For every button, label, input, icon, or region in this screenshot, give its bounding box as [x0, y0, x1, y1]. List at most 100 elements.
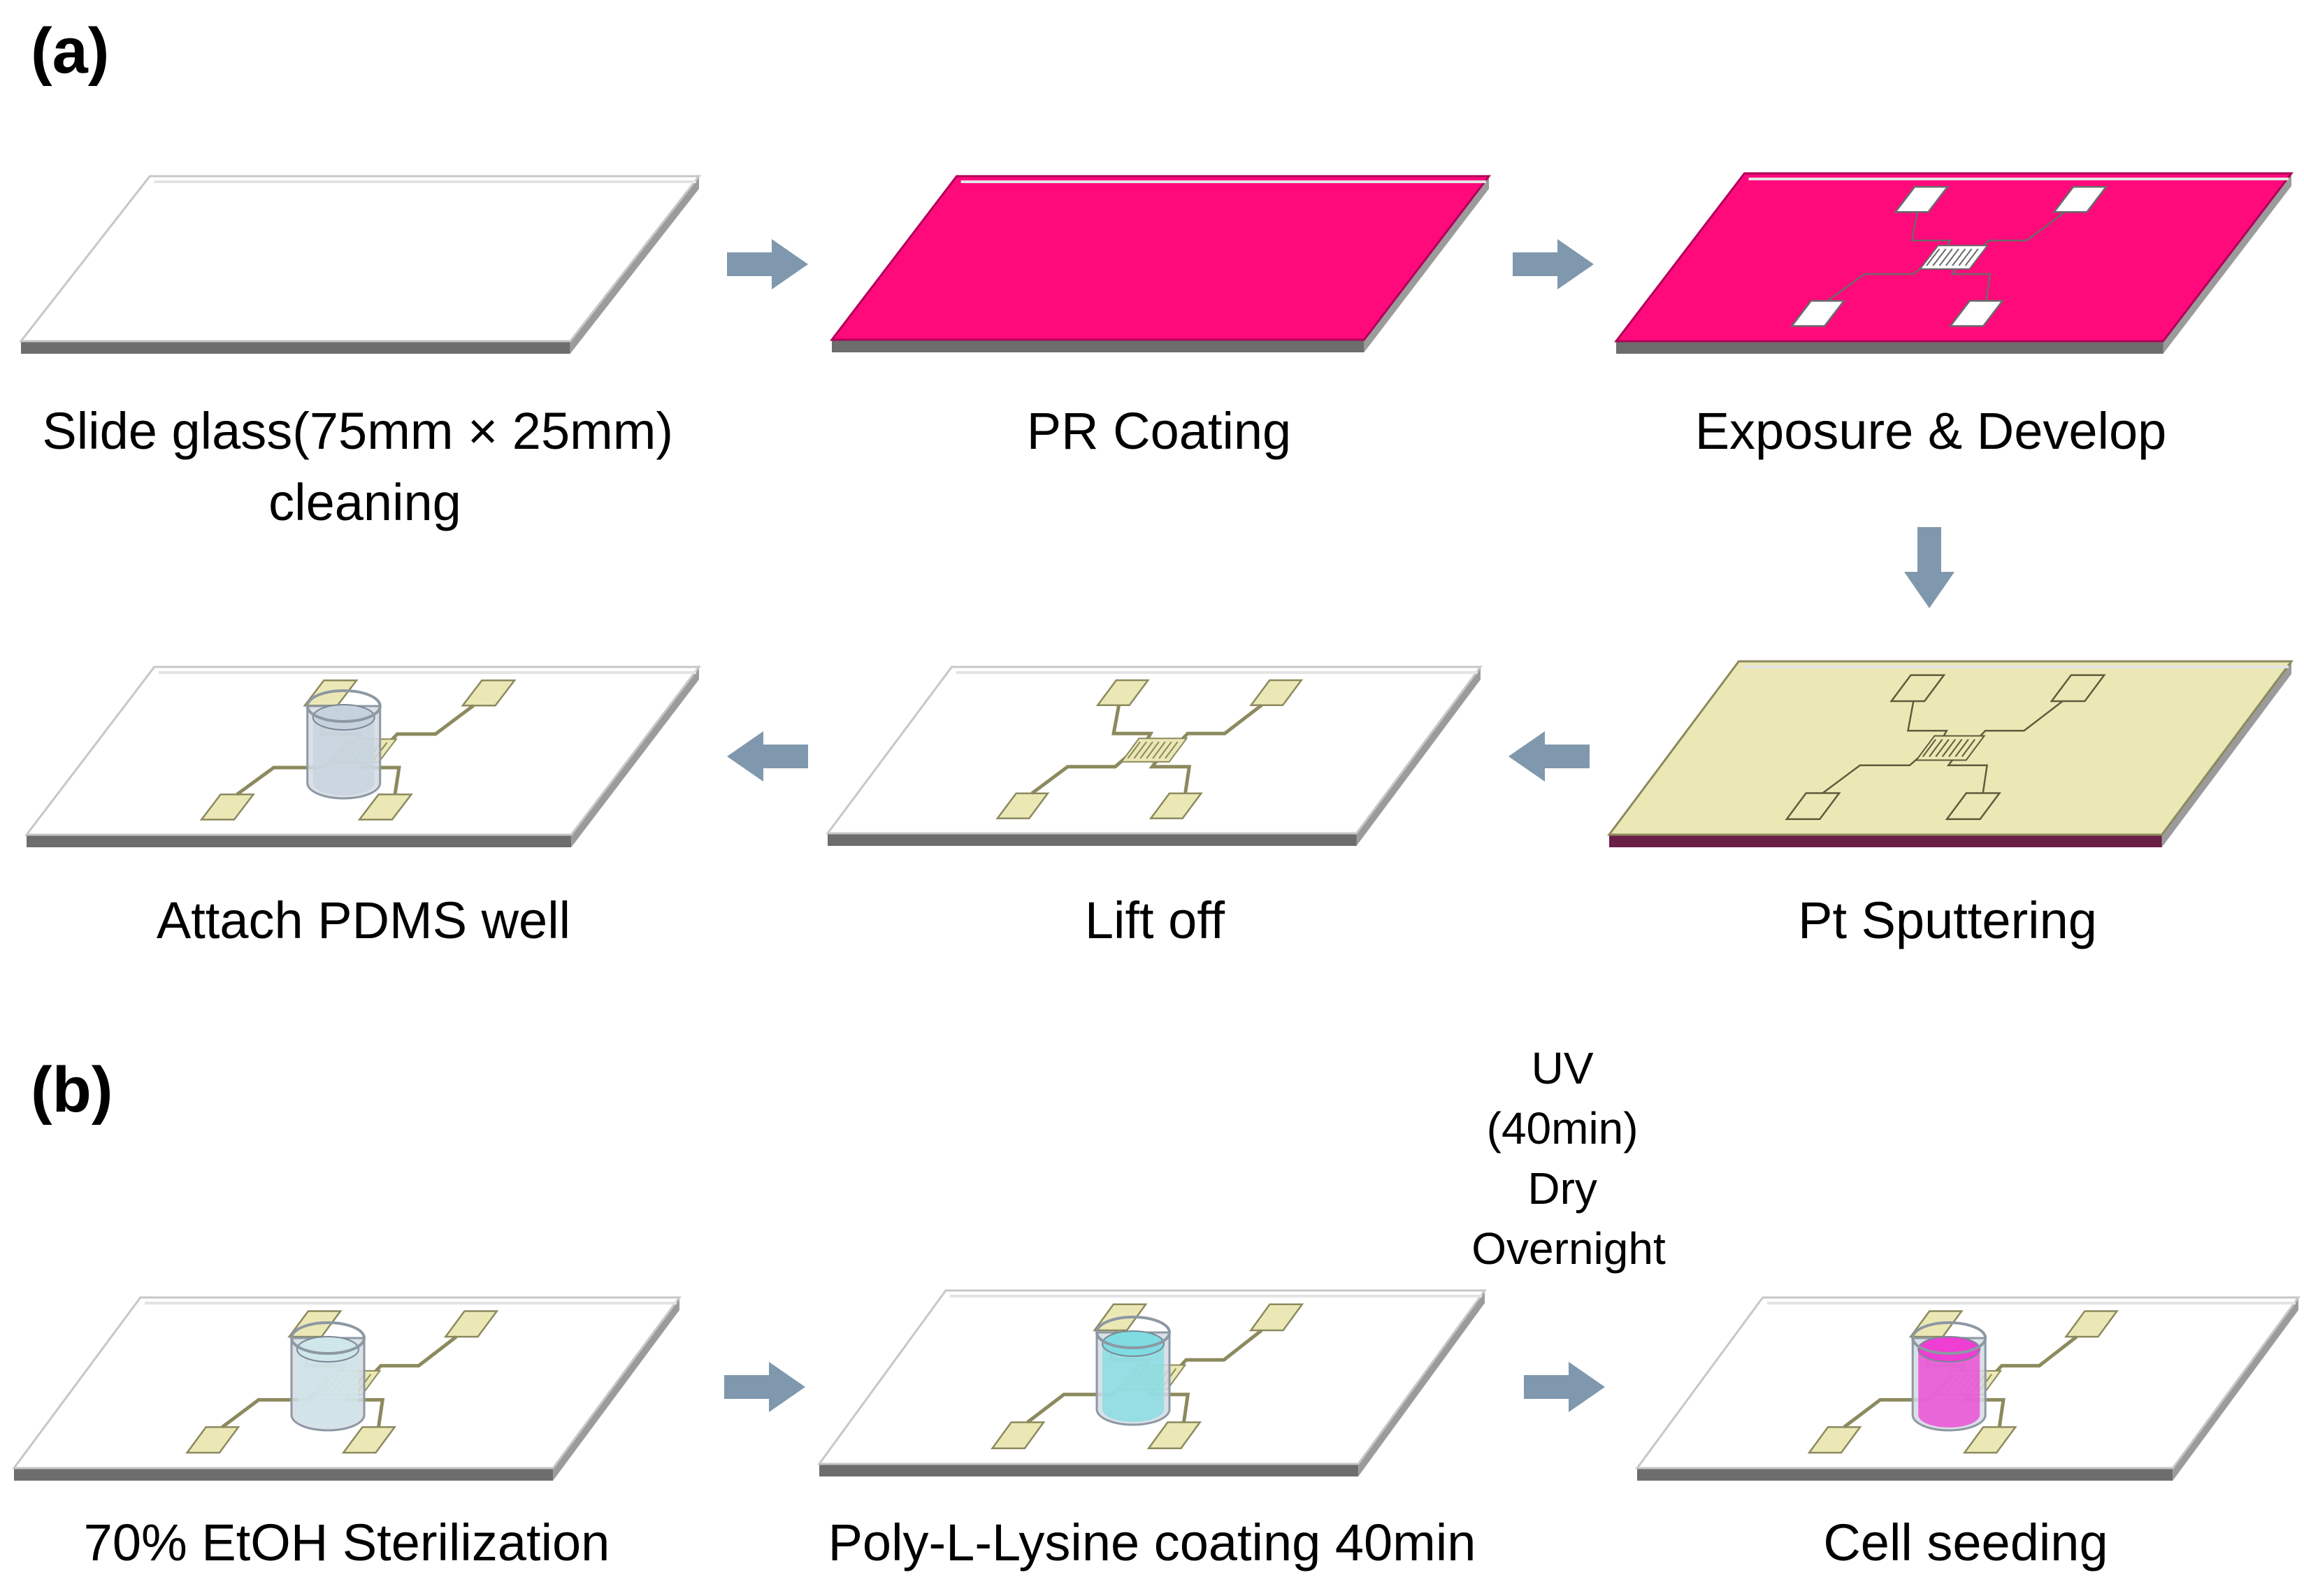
step-label-pll-coating: Poly-L-Lysine coating 40min	[828, 1514, 1476, 1572]
slide-etoh-sterilization	[12, 1296, 682, 1481]
electrode-pad	[1948, 300, 2005, 327]
step-arrow-icon	[724, 1362, 805, 1412]
slide-top-face	[18, 175, 702, 343]
slide-edge-side	[2173, 1297, 2298, 1481]
sensor-finger	[1941, 739, 1957, 757]
electrode-pad	[199, 793, 255, 821]
well-medium	[1918, 1349, 1980, 1428]
sensor-finger	[1127, 741, 1141, 759]
slide-edge-bottom	[14, 1468, 554, 1481]
slide-edge-side	[570, 176, 699, 354]
note-line: UV	[1532, 1043, 1594, 1093]
slide-edge-side	[553, 1297, 679, 1481]
arrow-shape	[1513, 239, 1594, 289]
panel-b-label: (b)	[31, 1054, 113, 1126]
step-label-attach-pdms-well: Attach PDMS well	[157, 891, 570, 949]
slide-edge-bottom	[1637, 1468, 2173, 1481]
step-label-cell-seeding: Cell seeding	[1823, 1514, 2108, 1572]
step-label-etoh-sterilization: 70% EtOH Sterilization	[84, 1514, 610, 1572]
sensor-finger	[1139, 741, 1153, 759]
electrode-pad	[991, 1421, 1046, 1449]
panel-a-label: (a)	[31, 15, 109, 87]
well-rim	[1911, 1321, 1987, 1355]
pdms-well-icon	[290, 1321, 366, 1432]
electrode-pad	[2050, 674, 2106, 703]
electrode-pad	[341, 1426, 397, 1454]
step-arrow-icon	[1509, 731, 1590, 782]
slide-clean-glass	[18, 175, 702, 354]
sensor-finger	[1152, 741, 1166, 759]
sensor-finger	[1165, 741, 1179, 759]
sensor-finger	[1961, 739, 1976, 757]
arrow-shape	[1904, 527, 1954, 608]
step-arrow-icon	[1524, 1362, 1605, 1412]
sensor-finger	[1146, 741, 1160, 759]
note-line: Dry	[1527, 1163, 1597, 1214]
electrode-pad	[1893, 185, 1950, 213]
electrode-pad	[1146, 1421, 1202, 1449]
pdms-well-icon	[1911, 1321, 1987, 1432]
slide-edge-side	[1358, 1291, 1485, 1476]
sensor-finger	[1922, 739, 1937, 757]
slide-edge-bottom	[27, 835, 572, 847]
electrode-pad	[357, 793, 413, 821]
arrow-shape	[1524, 1362, 1605, 1412]
sensor-finger	[1926, 248, 1941, 266]
electrode-pad	[995, 792, 1050, 819]
slide-edge-bottom	[21, 341, 570, 354]
slide-edge-side	[2163, 173, 2291, 354]
slide-pr-coating	[829, 175, 1492, 352]
slide-cell-seeding	[1635, 1296, 2301, 1481]
electrode-pad	[1249, 679, 1304, 706]
slide-pll-coating	[817, 1289, 1487, 1476]
slide-edge-bottom	[828, 833, 1357, 846]
electrode-pattern-icon	[1785, 674, 2106, 820]
step-label-line: cleaning	[268, 473, 461, 531]
sensor-finger	[1932, 248, 1947, 266]
electrode-pad	[1248, 1303, 1304, 1332]
electrode-pattern-icon	[995, 679, 1304, 819]
step-arrow-icon	[1513, 239, 1594, 289]
sensor-finger	[1133, 741, 1147, 759]
sensor-finger	[1935, 738, 1950, 758]
step-label-pt-sputtering: Pt Sputtering	[1798, 891, 2097, 949]
pdms-well-icon	[305, 689, 382, 800]
step-label-pr-coating: PR Coating	[1027, 402, 1291, 460]
slide-edge-side	[1364, 176, 1489, 352]
slide-edge-bottom	[1609, 835, 2162, 847]
electrode-pad	[2052, 185, 2108, 213]
well-medium	[1102, 1344, 1165, 1422]
step-label-line: Slide glass(75mm × 25mm)	[42, 402, 673, 460]
electrode-pad	[1790, 300, 1846, 327]
step-label-exposure-develop: Exposure & Develop	[1695, 402, 2167, 460]
slide-edge-bottom	[819, 1464, 1359, 1476]
note-line: Overnight	[1471, 1223, 1666, 1274]
step-arrow-icon	[727, 239, 808, 289]
electrode-pad	[1889, 674, 1946, 703]
electrode-pad	[461, 679, 517, 707]
sensor-finger	[1929, 738, 1943, 758]
electrode-pad	[1807, 1426, 1862, 1454]
slide-edge-side	[1356, 667, 1481, 846]
pdms-well-icon	[1095, 1316, 1172, 1426]
sensor-finger	[1964, 248, 1979, 266]
note-line: (40min)	[1487, 1103, 1639, 1153]
slide-edge-bottom	[832, 340, 1365, 352]
electrode-pad	[1945, 792, 2001, 820]
uv-dry-note: UV (40min) Dry Overnight	[1471, 1043, 1666, 1274]
step-label-slide-glass-cleaning: Slide glass(75mm × 25mm) cleaning	[42, 402, 687, 531]
arrow-shape	[724, 1362, 805, 1412]
slide-edge-side	[571, 667, 699, 847]
electrode-pad	[1962, 1426, 2017, 1454]
electrode-pad	[185, 1426, 240, 1454]
sensor-finger	[1158, 741, 1172, 759]
slide-exposure-develop	[1613, 172, 2294, 354]
slide-attach-pdms-well	[24, 666, 702, 847]
electrode-pad	[443, 1310, 499, 1338]
arrow-shape	[727, 731, 808, 782]
sensor-finger	[1938, 248, 1953, 266]
arrow-shape	[1509, 731, 1590, 782]
electrode-pattern-icon	[1790, 185, 2108, 327]
sensor-finger	[1952, 248, 1966, 266]
